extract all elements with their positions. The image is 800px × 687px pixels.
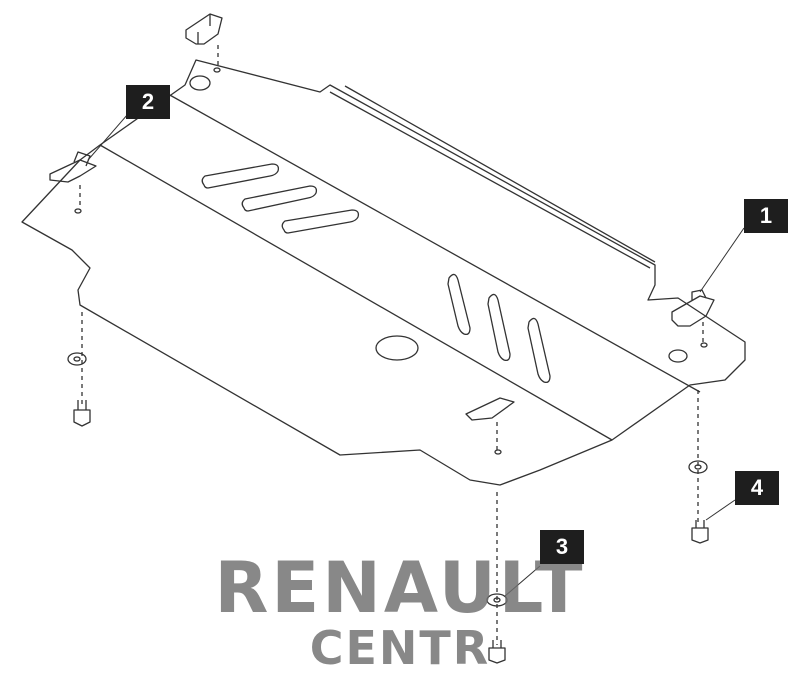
hole-right xyxy=(668,349,688,363)
bracket-right xyxy=(671,289,715,327)
fastener-holes xyxy=(74,67,708,455)
leader-lines xyxy=(87,113,745,597)
bolt-bottom xyxy=(488,640,506,664)
lower-vent-slots xyxy=(447,273,551,384)
hole-top xyxy=(189,75,211,91)
rear-lip xyxy=(329,85,656,269)
bolt-right xyxy=(691,520,709,544)
washer-bottom xyxy=(486,593,508,607)
bracket-left xyxy=(49,151,97,183)
washer-left xyxy=(67,352,87,366)
upper-vent-slots xyxy=(201,163,360,234)
crease-lower xyxy=(99,144,613,441)
large-hole-front xyxy=(375,335,419,361)
fastener-axes xyxy=(79,45,704,645)
callout-2: 2 xyxy=(126,85,170,119)
skid-plate-outline xyxy=(21,59,746,486)
callout-3: 3 xyxy=(540,530,584,564)
bolt-left xyxy=(73,400,91,427)
bracket-top xyxy=(185,13,223,45)
bracket-bottom xyxy=(465,397,515,421)
crease-upper xyxy=(167,93,701,393)
callout-1: 1 xyxy=(744,199,788,233)
callout-4: 4 xyxy=(735,471,779,505)
washer-right xyxy=(688,460,708,474)
